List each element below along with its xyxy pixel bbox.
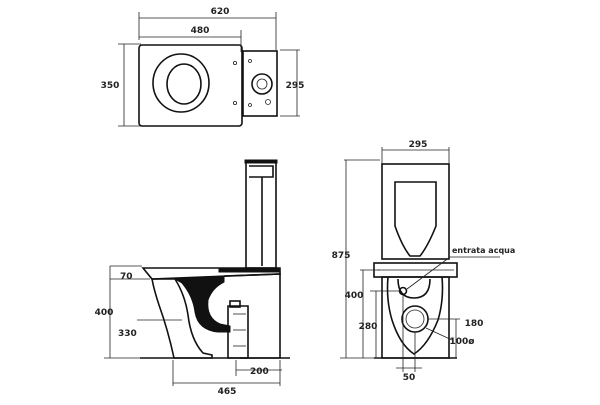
cistern-front (381, 163, 450, 260)
dim-cistern-width: 295 (409, 140, 428, 150)
dim-outlet-diameter: 100ø (450, 337, 475, 347)
dim-length: 465 (218, 387, 237, 397)
front-view: 295 875 400 280 180 100ø 50 entrata acqu… (332, 140, 516, 383)
bowl-side (151, 278, 213, 359)
dim-inlet-offset: 50 (403, 373, 416, 383)
seat-outer (152, 53, 210, 113)
top-view: 620 480 350 295 (101, 7, 305, 127)
dim-rim-height: 400 (95, 308, 114, 318)
dim-seat-height: 70 (120, 272, 133, 282)
dim-outlet-height: 330 (118, 329, 137, 339)
seat-inner (166, 63, 202, 105)
dim-cistern-depth: 295 (286, 81, 305, 91)
dim-total-height: 875 (332, 251, 351, 261)
cistern-inner (394, 181, 437, 257)
dim-width-bowl: 480 (191, 26, 210, 36)
bowl-top-outline (138, 44, 243, 127)
dim-outlet-height-front: 180 (465, 319, 484, 329)
dim-inlet-height: 280 (359, 322, 378, 332)
flush-button (251, 73, 273, 95)
water-inlet-label: entrata acqua (452, 246, 515, 255)
cistern-top-outline (242, 50, 278, 117)
side-view: 70 400 330 200 465 (95, 159, 290, 397)
dim-outlet-offset: 200 (250, 367, 269, 377)
dim-depth: 350 (101, 81, 120, 91)
dim-width-total: 620 (211, 7, 230, 17)
dim-front-rim-height: 400 (345, 291, 364, 301)
cistern-side (245, 161, 277, 269)
